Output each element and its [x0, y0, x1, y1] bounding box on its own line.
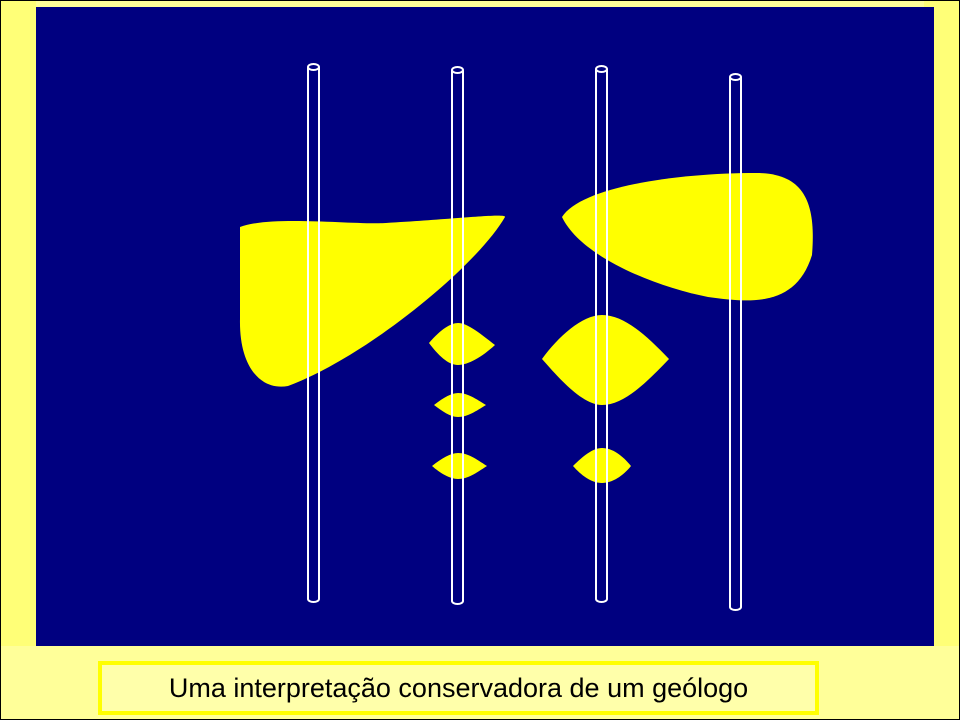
borehole-2	[451, 66, 464, 605]
ore-lens-small-lower-right	[573, 448, 631, 483]
left-side-band	[1, 1, 36, 646]
cross-section-background	[36, 7, 934, 646]
ore-bodies	[239, 173, 813, 483]
caption-text: Uma interpretação conservadora de um geó…	[168, 672, 749, 703]
ore-lens-small-lower-left	[432, 453, 487, 479]
borehole-1	[307, 63, 320, 603]
caption-box: Uma interpretação conservadora de um geó…	[98, 661, 819, 715]
boreholes	[307, 63, 742, 611]
ore-lens-small-middle	[434, 393, 486, 417]
ore-body-large-right	[562, 173, 813, 301]
ore-lens-medium	[542, 315, 669, 405]
borehole-4	[729, 73, 742, 611]
borehole-3	[595, 65, 608, 603]
ore-body-large-left	[239, 215, 506, 387]
geology-cross-section	[36, 7, 934, 646]
